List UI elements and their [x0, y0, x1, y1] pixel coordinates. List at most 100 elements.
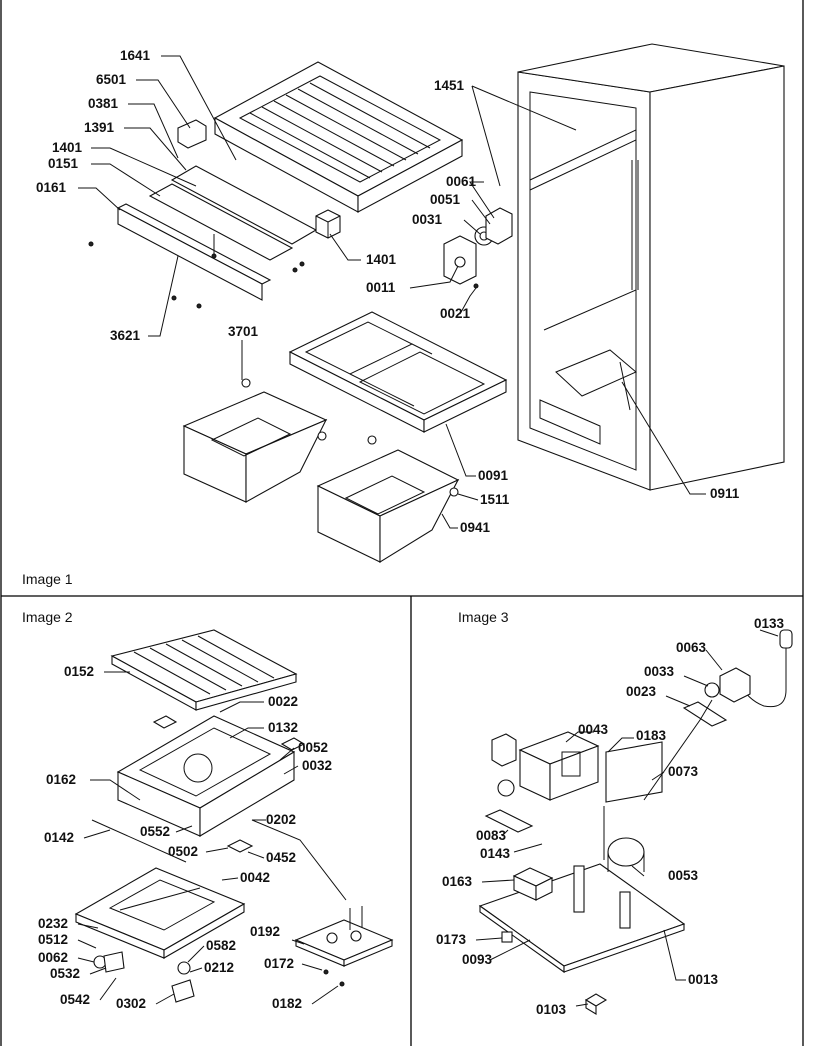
- baffle-0183: [605, 741, 663, 803]
- control-housing-0132: [116, 715, 306, 837]
- callout-0162: 0162: [46, 772, 76, 787]
- callout-0011: 0011: [366, 280, 396, 295]
- part-6501-block: [177, 119, 207, 149]
- callout-0172: 0172: [264, 956, 294, 971]
- callout-1401: 1401: [52, 140, 83, 155]
- shelf-0152: [110, 629, 298, 711]
- callout-0173: 0173: [436, 932, 467, 947]
- crisper-drawer-left: [182, 391, 328, 503]
- callout-0183: 0183: [636, 728, 667, 743]
- callout-0091: 0091: [478, 468, 509, 483]
- refrigerator-cabinet: [517, 43, 785, 491]
- freezer-shelf: [213, 61, 464, 213]
- callout-0232: 0232: [38, 916, 68, 931]
- relay-0163: [512, 867, 554, 901]
- cover-plate-0042: [74, 867, 246, 959]
- callout-0021: 0021: [440, 306, 471, 321]
- screw-0021: [473, 283, 479, 289]
- callout-0063: 0063: [676, 640, 707, 655]
- image2-panel: Image 2: [22, 609, 394, 1011]
- callout-0161: 0161: [36, 180, 67, 195]
- callouts-image3: 0133 0063 0033 0023 0043 0183 0073 0083 …: [436, 616, 785, 1017]
- light-shield-0151: [148, 165, 318, 261]
- callout-0502: 0502: [168, 844, 198, 859]
- callout-0941: 0941: [460, 520, 491, 535]
- callout-0042: 0042: [240, 870, 270, 885]
- thermostat-0063: [704, 667, 751, 703]
- image3-panel: Image 3: [436, 609, 793, 1017]
- leader-lines-image2: [77, 671, 347, 1005]
- bracket-0502: [226, 839, 254, 853]
- leader-lines-image3: [475, 629, 779, 1007]
- callout-0051: 0051: [430, 192, 461, 207]
- callout-0032: 0032: [302, 758, 332, 773]
- callout-0143: 0143: [480, 846, 511, 861]
- callout-0512: 0512: [38, 932, 68, 947]
- callout-1391: 1391: [84, 120, 115, 135]
- fan-parts-image3: [484, 733, 534, 833]
- callout-0083: 0083: [476, 828, 507, 843]
- callout-0093: 0093: [462, 952, 493, 967]
- callout-0452: 0452: [266, 850, 296, 865]
- screws-image2: [323, 969, 345, 987]
- part-1401-cube: [315, 209, 341, 239]
- callout-1511: 1511: [480, 492, 510, 507]
- callout-0013: 0013: [688, 972, 719, 987]
- control-board-0192: [294, 906, 394, 967]
- callouts-image2: 0152 0022 0132 0052 0032 0162 0142 0552 …: [38, 664, 332, 1011]
- callout-6501: 6501: [96, 72, 127, 87]
- callout-0133: 0133: [754, 616, 785, 631]
- callout-0302: 0302: [116, 996, 146, 1011]
- callout-0152: 0152: [64, 664, 94, 679]
- callouts-image1: 1641 6501 0381 1391 1401 0151 0161 1451 …: [36, 48, 740, 535]
- callout-0033: 0033: [644, 664, 675, 679]
- part-0173: [501, 931, 513, 943]
- damper-housing-0043: [518, 731, 600, 801]
- compressor-0053: [607, 837, 645, 872]
- bracket-0023: [682, 701, 728, 727]
- callout-0043: 0043: [578, 722, 609, 737]
- rod-0142: [91, 819, 187, 863]
- fan-parts-image2: [93, 951, 195, 1003]
- callout-0582: 0582: [206, 938, 236, 953]
- image1-title: Image 1: [22, 571, 73, 587]
- screws-image1: [88, 241, 305, 309]
- image2-title: Image 2: [22, 609, 73, 625]
- callout-0073: 0073: [668, 764, 699, 779]
- callout-0031: 0031: [412, 212, 443, 227]
- callout-0062: 0062: [38, 950, 68, 965]
- callout-0202: 0202: [266, 812, 296, 827]
- trim-strip-0161: [116, 203, 272, 301]
- callout-1451: 1451: [434, 78, 465, 93]
- callout-0552: 0552: [140, 824, 170, 839]
- callout-0142: 0142: [44, 830, 74, 845]
- callout-0192: 0192: [250, 924, 280, 939]
- callout-1641: 1641: [120, 48, 151, 63]
- callout-0132: 0132: [268, 720, 298, 735]
- callout-1401-right: 1401: [366, 252, 397, 267]
- callout-3621: 3621: [110, 328, 141, 343]
- bracket-0061: [485, 207, 513, 245]
- callout-0163: 0163: [442, 874, 473, 889]
- callout-0052: 0052: [298, 740, 328, 755]
- callout-0182: 0182: [272, 996, 302, 1011]
- control-housing-0011: [443, 235, 477, 285]
- callout-0022: 0022: [268, 694, 298, 709]
- foot-0103: [584, 993, 608, 1015]
- callout-0212: 0212: [204, 960, 234, 975]
- image1-panel: Image 1: [22, 43, 785, 587]
- crisper-drawer-right: [316, 449, 460, 563]
- callout-0381: 0381: [88, 96, 119, 111]
- image3-title: Image 3: [458, 609, 509, 625]
- leader-lines-image1: [78, 55, 706, 529]
- callout-0151: 0151: [48, 156, 79, 171]
- callout-0542: 0542: [60, 992, 90, 1007]
- callout-0061: 0061: [446, 174, 477, 189]
- callout-0532: 0532: [50, 966, 80, 981]
- crisper-cover-0091: [288, 311, 508, 433]
- callout-0103: 0103: [536, 1002, 567, 1017]
- rollers-image1: [241, 378, 459, 497]
- callout-3701: 3701: [228, 324, 259, 339]
